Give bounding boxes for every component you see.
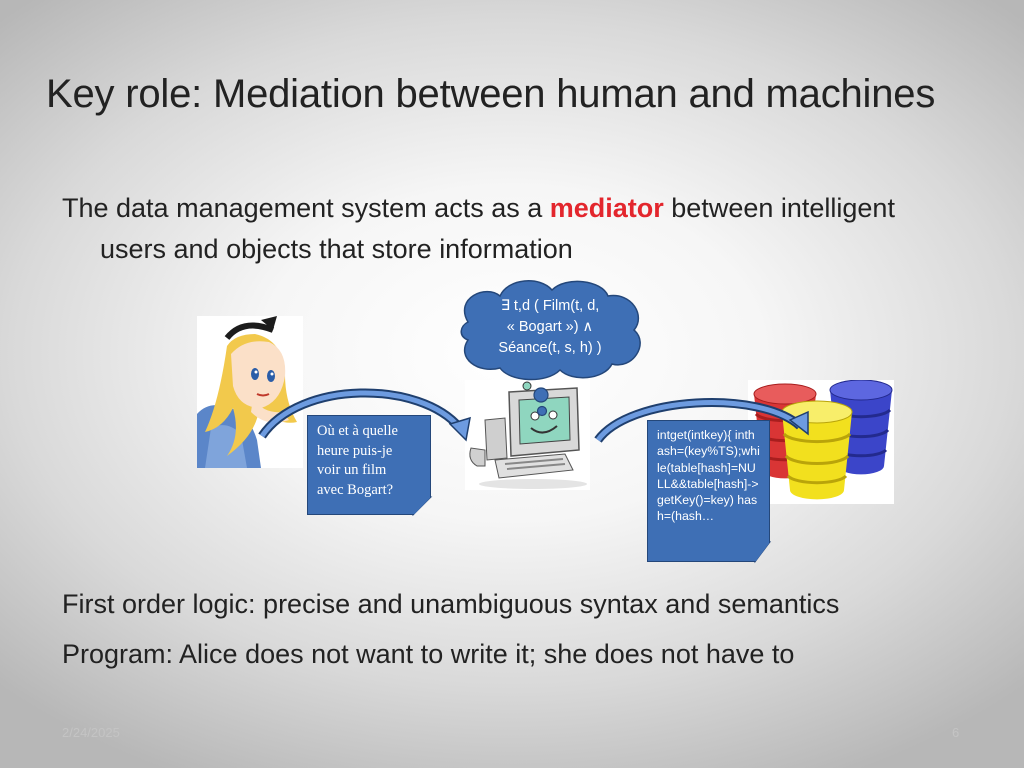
computer-icon	[469, 381, 587, 489]
intro-paragraph: The data management system acts as a med…	[62, 188, 950, 270]
note-line: heure puis-je	[317, 442, 393, 459]
note-line: voir un film	[317, 462, 387, 478]
intro-text-end: between intelligent users and objects th…	[100, 193, 895, 264]
computer-illustration	[465, 380, 590, 490]
french-question-note: Où et à quelle heure puis-je voir un fil…	[307, 415, 431, 515]
formula-line-2: « Bogart ») ∧	[506, 319, 594, 335]
footer-date: 2/24/2025	[62, 725, 120, 740]
thought-cloud	[460, 280, 641, 381]
logic-formula: ∃ t,d ( Film(t, d, « Bogart ») ∧ Séance(…	[470, 296, 630, 359]
cloud-bubble-small	[536, 405, 548, 417]
cloud-bubble-large	[533, 387, 549, 403]
slide-title: Key role: Mediation between human and ma…	[46, 72, 936, 116]
note-line: Où et à quelle	[317, 423, 398, 439]
program-text: Program: Alice does not want to write it…	[62, 639, 795, 669]
formula-line-3: Séance(t, s, h) )	[498, 340, 602, 356]
page-number: 6	[952, 725, 960, 740]
formula-line-1: ∃ t,d ( Film(t, d,	[500, 298, 600, 314]
first-order-logic-text: First order logic: precise and unambiguo…	[62, 589, 840, 619]
intro-text-start: The data management system acts as a	[62, 193, 550, 223]
code-snippet-note: intget(intkey){ inthash=(key%TS);while(t…	[647, 420, 770, 562]
note-line: avec Bogart?	[317, 481, 394, 498]
mediator-highlight: mediator	[549, 193, 664, 223]
